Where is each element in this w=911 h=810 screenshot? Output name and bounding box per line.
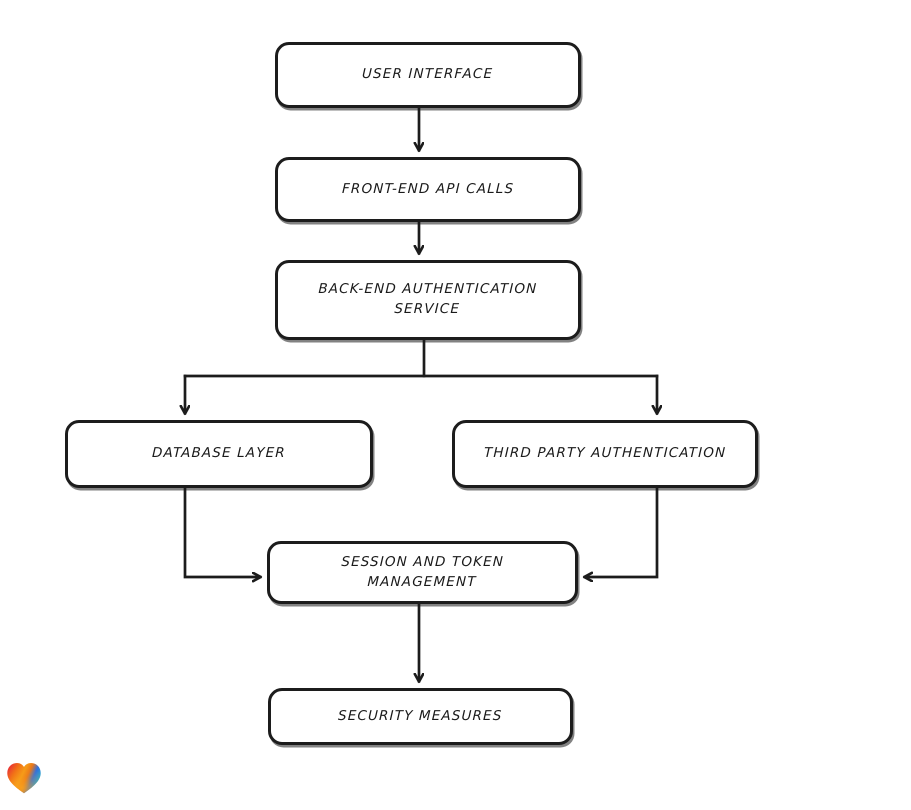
node-label: Back-End Authentication Service xyxy=(318,281,539,317)
node-backend-authentication-service[interactable]: Back-End Authentication Service xyxy=(275,260,581,340)
node-label: Front-End API Calls xyxy=(341,180,515,197)
node-label: Database Layer xyxy=(151,445,287,462)
node-session-and-token-management[interactable]: Session and Token Management xyxy=(267,541,578,604)
node-label: Security Measures xyxy=(338,707,504,724)
edge-thirdparty-to-session xyxy=(585,487,659,577)
edge-database-to-session xyxy=(183,487,260,577)
heart-icon xyxy=(7,763,41,794)
node-database-layer[interactable]: Database Layer xyxy=(65,420,373,488)
node-third-party-authentication[interactable]: Third Party Authentication xyxy=(452,420,758,488)
node-user-interface[interactable]: User Interface xyxy=(275,42,581,108)
node-label: User Interface xyxy=(362,66,494,83)
node-label: Session and Token Management xyxy=(341,553,505,590)
node-frontend-api-calls[interactable]: Front-End API Calls xyxy=(275,157,581,222)
node-security-measures[interactable]: Security Measures xyxy=(268,688,573,745)
node-label: Third Party Authentication xyxy=(483,445,727,462)
